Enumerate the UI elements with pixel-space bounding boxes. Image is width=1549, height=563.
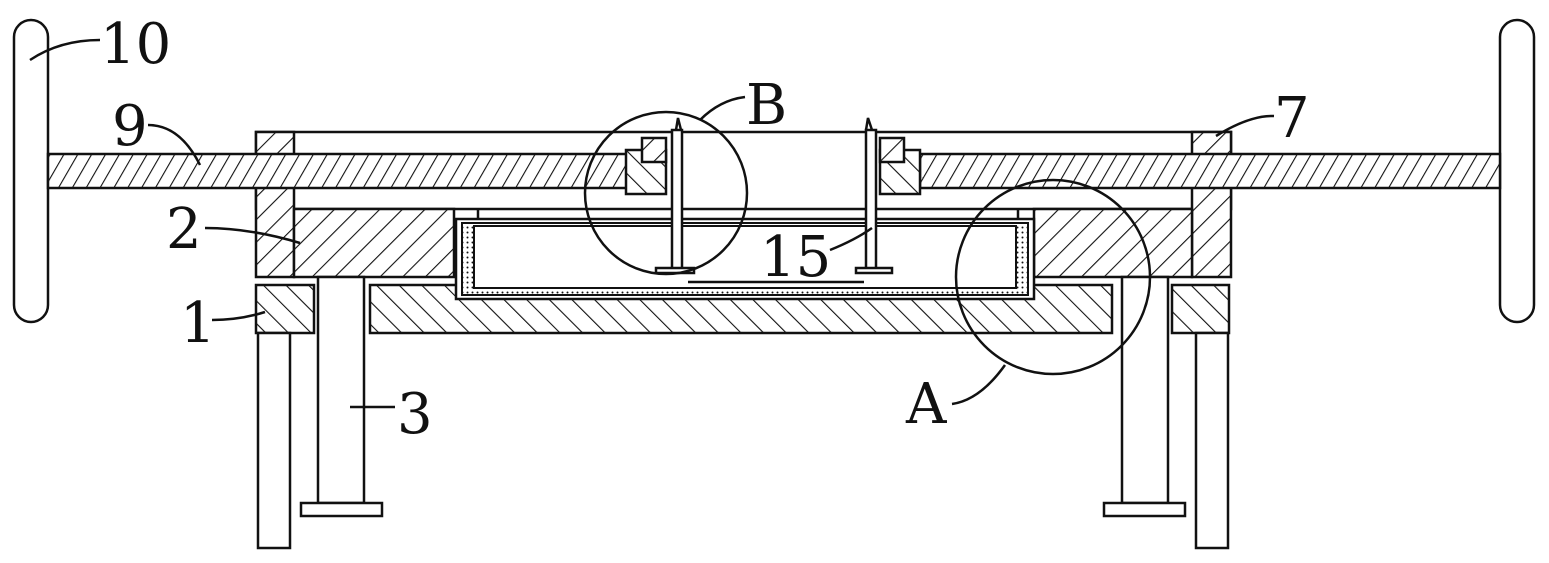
right-support-column xyxy=(1120,275,1170,505)
base-plate-left xyxy=(254,283,316,335)
right-nut-cap xyxy=(878,136,906,164)
right-rod xyxy=(864,128,878,272)
detail-circle-b xyxy=(583,110,749,276)
right-rod-tip xyxy=(864,117,874,131)
right-handwheel xyxy=(1498,18,1536,324)
leader-1 xyxy=(211,310,266,322)
base-plate-right xyxy=(1170,283,1231,335)
leader-15 xyxy=(829,226,873,252)
detail-circle-a xyxy=(954,178,1152,376)
leader-10 xyxy=(29,38,101,62)
leader-2 xyxy=(204,226,301,245)
left-rod-tip xyxy=(674,117,683,131)
right-outer-leg xyxy=(1194,331,1230,550)
label-1: 1 xyxy=(180,291,216,356)
leader-9 xyxy=(147,123,202,166)
left-handwheel xyxy=(12,18,50,324)
label-a: A xyxy=(905,372,947,437)
leader-a xyxy=(951,364,1007,406)
label-2: 2 xyxy=(166,197,202,262)
left-outer-leg xyxy=(256,331,292,550)
lead-screw-right xyxy=(918,152,1502,190)
left-nut-cap xyxy=(640,136,668,164)
left-rod xyxy=(670,128,684,272)
lead-screw-left xyxy=(46,152,630,190)
right-block xyxy=(1032,207,1194,279)
label-15: 15 xyxy=(760,225,831,290)
leader-7 xyxy=(1215,114,1275,138)
right-support-foot xyxy=(1102,501,1187,518)
label-b: B xyxy=(746,73,787,138)
tray-cavity xyxy=(473,225,1017,289)
label-7: 7 xyxy=(1274,86,1310,151)
label-9: 9 xyxy=(112,94,148,159)
label-10: 10 xyxy=(100,12,171,77)
left-support-column xyxy=(316,275,366,505)
left-support-foot xyxy=(299,501,384,518)
label-3: 3 xyxy=(397,382,433,447)
right-rod-foot xyxy=(854,266,894,275)
left-block xyxy=(292,207,456,279)
leader-b xyxy=(699,95,746,121)
